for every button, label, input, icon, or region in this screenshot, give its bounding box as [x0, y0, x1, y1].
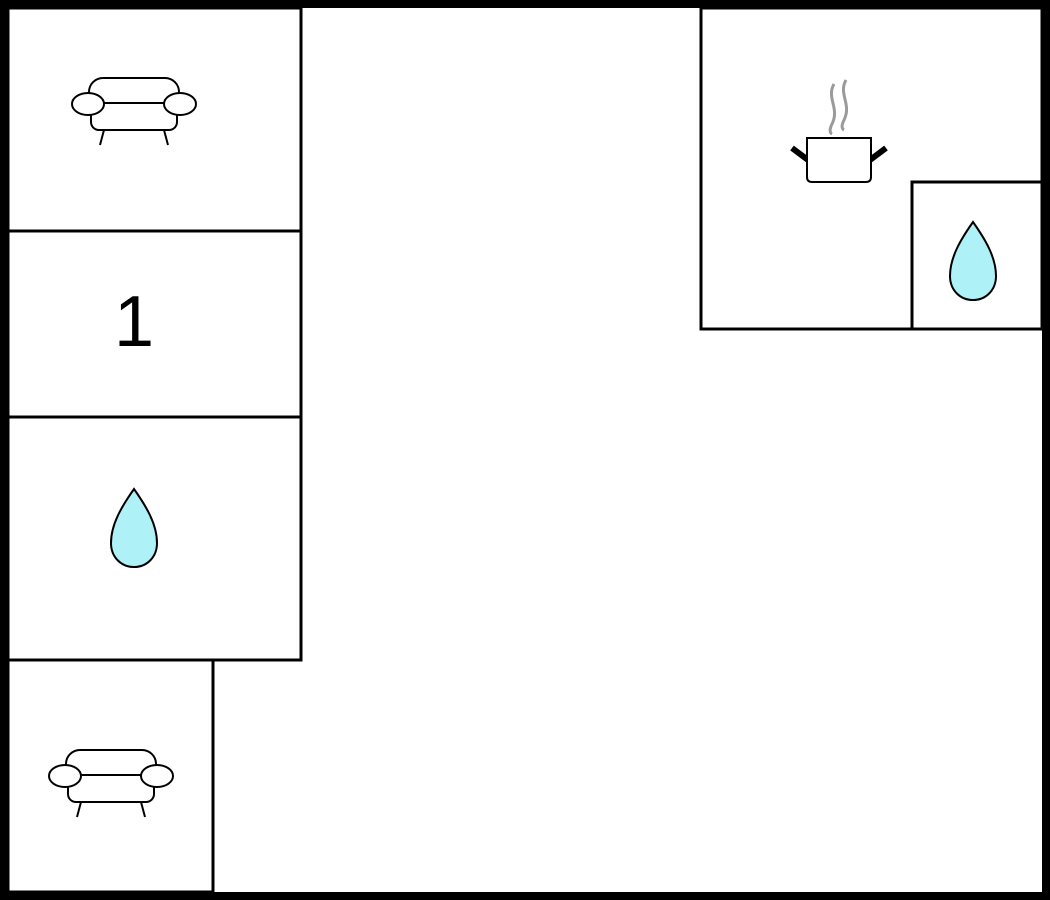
water-drop-icon	[948, 220, 998, 302]
room-kitchen[interactable]	[699, 6, 1044, 331]
room-number-label: 1	[114, 282, 154, 362]
room-living-room-bottom[interactable]	[6, 658, 215, 894]
cooking-pot-icon	[790, 79, 888, 183]
steam-line	[828, 83, 837, 136]
sofa-icon	[48, 749, 174, 818]
room-bathroom-right[interactable]	[910, 180, 1044, 331]
water-drop-icon	[109, 487, 159, 569]
steam-line	[840, 79, 849, 132]
sofa-icon	[71, 77, 197, 146]
